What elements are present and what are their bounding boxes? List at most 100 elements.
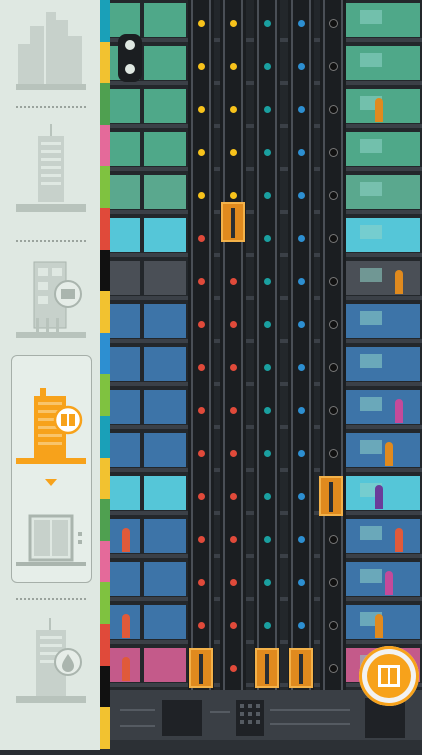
room: [144, 433, 186, 467]
resident-figure: [385, 442, 393, 466]
selected-building-card[interactable]: [11, 355, 92, 583]
floor-indicator-dot: [264, 321, 271, 328]
floor-indicator-dot: [298, 278, 305, 285]
elevator-car[interactable]: [221, 202, 245, 242]
building-selector-sidebar: [0, 0, 100, 750]
building-floor: [110, 0, 422, 42]
stripe-segment: [100, 249, 110, 292]
floor-indicator-dot: [264, 364, 271, 371]
elevator-car[interactable]: [255, 648, 279, 688]
building-floor: [110, 559, 422, 601]
floor-indicator-dot: [230, 364, 237, 371]
room: [144, 605, 186, 639]
floor-indicator-dot: [330, 20, 337, 27]
floor-indicator-dot: [198, 364, 205, 371]
building-floor: [110, 344, 422, 386]
window: [360, 10, 382, 24]
floor-indicator-dot: [298, 321, 305, 328]
elevator-car[interactable]: [189, 648, 213, 688]
window: [360, 225, 382, 239]
room: [348, 347, 420, 381]
room: [144, 390, 186, 424]
office-tower-icon[interactable]: [16, 120, 86, 216]
counterweight-icon: [118, 34, 142, 82]
room: [348, 218, 420, 252]
floor-indicator-dot: [298, 63, 305, 70]
floor-indicator-dot: [230, 536, 237, 543]
elevator-car[interactable]: [319, 476, 343, 516]
elevator-car[interactable]: [289, 648, 313, 688]
floor-indicator-dot: [330, 450, 337, 457]
room: [144, 261, 186, 295]
floor-indicator-dot: [330, 63, 337, 70]
room: [348, 304, 420, 338]
floor-indicator-dot: [264, 407, 271, 414]
room: [348, 476, 420, 510]
resident-figure: [375, 614, 383, 638]
room: [348, 562, 420, 596]
floor-indicator-dot: [264, 450, 271, 457]
floor-indicator-dot: [198, 407, 205, 414]
floor-indicator-dot: [264, 493, 271, 500]
floor-indicator-dot: [330, 235, 337, 242]
room: [348, 175, 420, 209]
building-floor: [110, 430, 422, 472]
tower-elevator-badge-icon[interactable]: [16, 256, 86, 342]
floor-indicator-dot: [330, 622, 337, 629]
building-floor: [110, 258, 422, 300]
floor-indicator-dot: [198, 235, 205, 242]
floor-indicator-dot: [330, 106, 337, 113]
room: [110, 476, 140, 510]
room: [110, 132, 140, 166]
stripe-segment: [100, 499, 110, 541]
building-floor: [110, 301, 422, 343]
stripe-segment: [100, 582, 110, 624]
elevator-door-icon[interactable]: [16, 506, 86, 581]
room: [144, 89, 186, 123]
stripe-segment: [100, 0, 110, 42]
window: [360, 139, 382, 153]
floor-indicator-dot: [298, 364, 305, 371]
room: [144, 175, 186, 209]
room: [110, 89, 140, 123]
floor-indicator-dot: [298, 192, 305, 199]
selection-arrow-icon: [45, 479, 57, 486]
floor-indicator-dot: [330, 192, 337, 199]
stripe-segment: [100, 707, 110, 749]
floor-indicator-dot: [330, 321, 337, 328]
room: [144, 304, 186, 338]
floor-indicator-dot: [230, 407, 237, 414]
building-floor: [110, 215, 422, 257]
building-floor: [110, 602, 422, 644]
floor-indicator-dot: [230, 321, 237, 328]
floor-indicator-dot: [198, 63, 205, 70]
window: [360, 53, 382, 67]
floor-indicator-dot: [198, 149, 205, 156]
resident-figure: [375, 485, 383, 509]
room: [144, 3, 186, 37]
stripe-segment: [100, 332, 110, 375]
stripe-segment: [100, 540, 110, 583]
room: [144, 648, 186, 682]
window: [360, 397, 382, 411]
floor-indicator-dot: [264, 20, 271, 27]
tower-door-badge-icon[interactable]: [16, 386, 86, 481]
room: [110, 3, 140, 37]
window: [360, 354, 382, 368]
elevator-shaft: [254, 0, 280, 690]
floor-indicator-dot: [298, 407, 305, 414]
room: [144, 218, 186, 252]
room: [110, 218, 140, 252]
floor-indicator-dot: [330, 149, 337, 156]
resident-figure: [395, 270, 403, 294]
elevator-call-button[interactable]: [359, 646, 419, 706]
tower-water-badge-icon[interactable]: [16, 616, 86, 708]
floor-indicator-dot: [264, 622, 271, 629]
room: [348, 390, 420, 424]
city-skyline-icon[interactable]: [16, 6, 86, 92]
elevator-shaft: [288, 0, 314, 690]
floor-indicator-dot: [330, 579, 337, 586]
floor-indicator-dot: [198, 106, 205, 113]
building-floor: [110, 387, 422, 429]
stripe-segment: [100, 374, 110, 416]
